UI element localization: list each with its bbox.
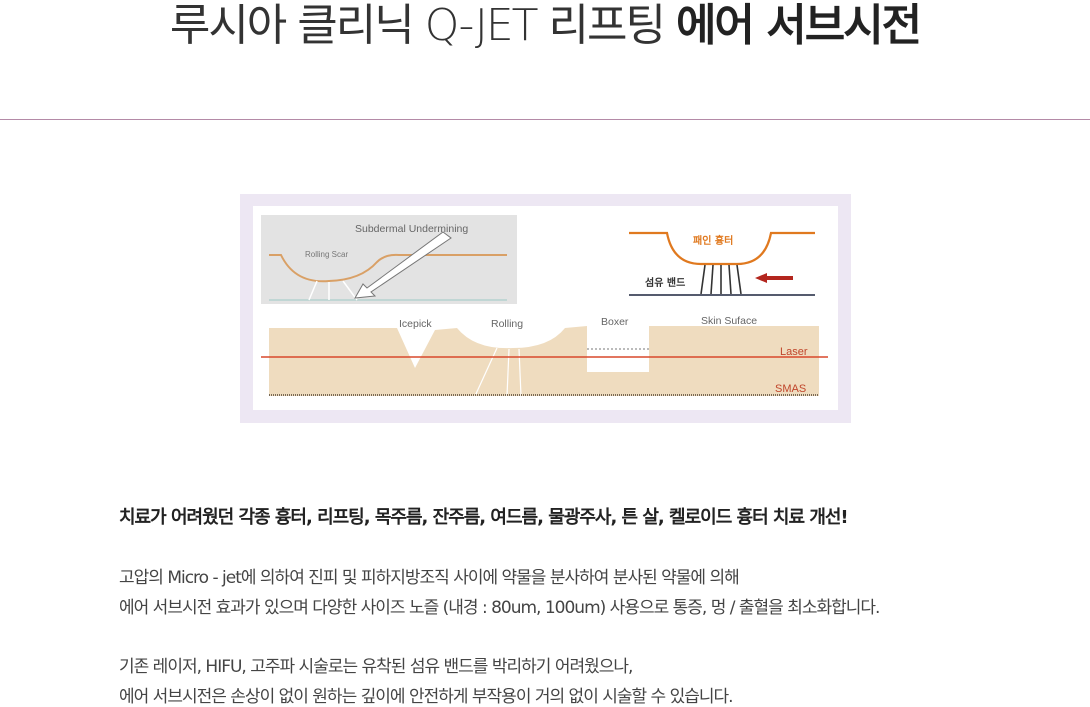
- paragraph-2-line-1: 기존 레이저, HIFU, 고주파 시술로는 유착된 섬유 밴드를 박리하기 어…: [119, 657, 633, 677]
- boxer-label: Boxer: [601, 316, 629, 328]
- paragraph-2: 기존 레이저, HIFU, 고주파 시술로는 유착된 섬유 밴드를 박리하기 어…: [119, 652, 734, 707]
- undermining-arrow: [354, 231, 452, 299]
- rolling-scar-label: Rolling Scar: [305, 250, 348, 259]
- smas-label: SMAS: [775, 383, 806, 395]
- skin-surface-label: Skin Suface: [701, 315, 757, 327]
- icepick-label: Icepick: [399, 318, 432, 330]
- rolling-scar-curve: [269, 253, 507, 283]
- content-section: 치료가 어려웠던 각종 흉터, 리프팅, 목주름, 잔주름, 여드름, 물광주사…: [119, 503, 1049, 707]
- rolling-fiber-1: [474, 347, 498, 397]
- fiber-band-2: [710, 264, 714, 295]
- fiber-left: [308, 280, 318, 301]
- pain-scar-label: 패인 흉터: [693, 234, 733, 247]
- subdermal-label: Subdermal Undermining: [355, 223, 468, 235]
- paragraph-2-line-2: 에어 서브시전은 손상이 없이 원하는 깊이에 안전하게 부작용이 거의 없이 …: [119, 687, 734, 707]
- fiber-band-1: [700, 264, 706, 295]
- paragraph-1-line-2: 에어 서브시전 효과가 있으며 다양한 사이즈 노즐 (내경 : 80um, 1…: [119, 598, 880, 618]
- fiber-band-4: [728, 264, 732, 295]
- fiber-right: [342, 280, 358, 301]
- scar-diagram: Subdermal Undermining Rolling Scar 패인 흉터…: [261, 215, 828, 397]
- title-divider: [0, 119, 1090, 120]
- rolling-label: Rolling: [491, 318, 523, 330]
- fiber-band-5: [736, 264, 742, 295]
- skin-layer: [269, 326, 819, 396]
- page-title: 루시아 클리닉 Q-JET 리프팅 에어 서브시전: [0, 0, 1090, 52]
- content-headline: 치료가 어려웠던 각종 흉터, 리프팅, 목주름, 잔주름, 여드름, 물광주사…: [119, 507, 849, 528]
- pain-scar-curve: [629, 231, 815, 266]
- fiber-band-label: 섬유 밴드: [645, 276, 685, 289]
- subdermal-panel: [261, 215, 517, 304]
- fiber-arrow: [755, 273, 793, 283]
- paragraph-1-line-1: 고압의 Micro - jet에 의하여 진피 및 피하지방조직 사이에 약물을…: [119, 568, 740, 588]
- page-title-light: 루시아 클리닉 Q-JET 리프팅: [169, 0, 676, 51]
- paragraph-1: 고압의 Micro - jet에 의하여 진피 및 피하지방조직 사이에 약물을…: [119, 563, 880, 623]
- laser-label: Laser: [780, 346, 808, 358]
- page-title-bold: 에어 서브시전: [675, 0, 922, 51]
